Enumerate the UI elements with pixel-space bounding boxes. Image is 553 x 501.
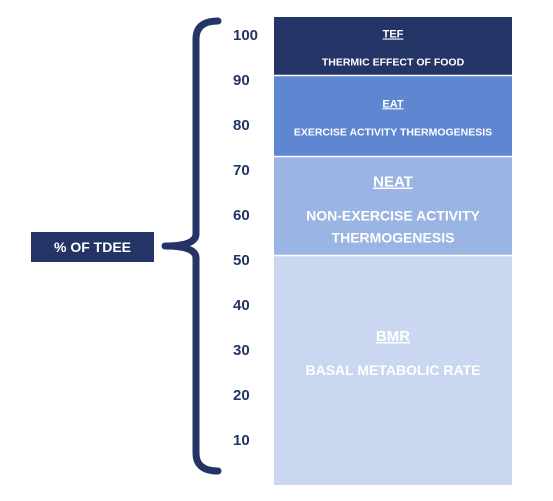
y-tick-label: 20 <box>233 387 250 404</box>
y-tick-label: 100 <box>233 27 258 44</box>
segment-neat-name: NON-EXERCISE ACTIVITY <box>306 208 480 224</box>
y-tick-label: 50 <box>233 252 250 269</box>
segment-eat <box>274 75 512 157</box>
y-tick-label: 60 <box>233 207 250 224</box>
y-tick-label: 40 <box>233 297 250 314</box>
segment-bmr <box>274 255 512 485</box>
tdee-label: % OF TDEE <box>31 232 154 262</box>
segment-tef-name: THERMIC EFFECT OF FOOD <box>322 57 465 69</box>
curly-bracket <box>161 17 222 475</box>
y-axis-ticks: 10 20 30 40 50 60 70 80 90 100 <box>233 27 258 449</box>
y-tick-label: 80 <box>233 117 250 134</box>
y-tick-label: 30 <box>233 342 250 359</box>
segment-eat-abbr: EAT <box>382 98 403 110</box>
segment-bmr-name: BASAL METABOLIC RATE <box>306 362 481 378</box>
segment-neat-abbr: NEAT <box>373 174 413 191</box>
tdee-label-text: % OF TDEE <box>54 239 131 255</box>
segment-tef <box>274 17 512 76</box>
segment-tef-abbr: TEF <box>383 29 404 41</box>
segment-bmr-abbr: BMR <box>376 328 410 345</box>
segment-neat-name: THERMOGENESIS <box>332 230 455 246</box>
y-tick-label: 70 <box>233 162 250 179</box>
y-tick-label: 90 <box>233 72 250 89</box>
y-tick-label: 10 <box>233 432 250 449</box>
segment-neat <box>274 156 512 256</box>
segment-eat-name: EXERCISE ACTIVITY THERMOGENESIS <box>294 126 492 138</box>
stacked-bar: BMR BASAL METABOLIC RATE NEAT NON-EXERCISE … <box>274 17 512 485</box>
tdee-label-box <box>31 232 154 262</box>
